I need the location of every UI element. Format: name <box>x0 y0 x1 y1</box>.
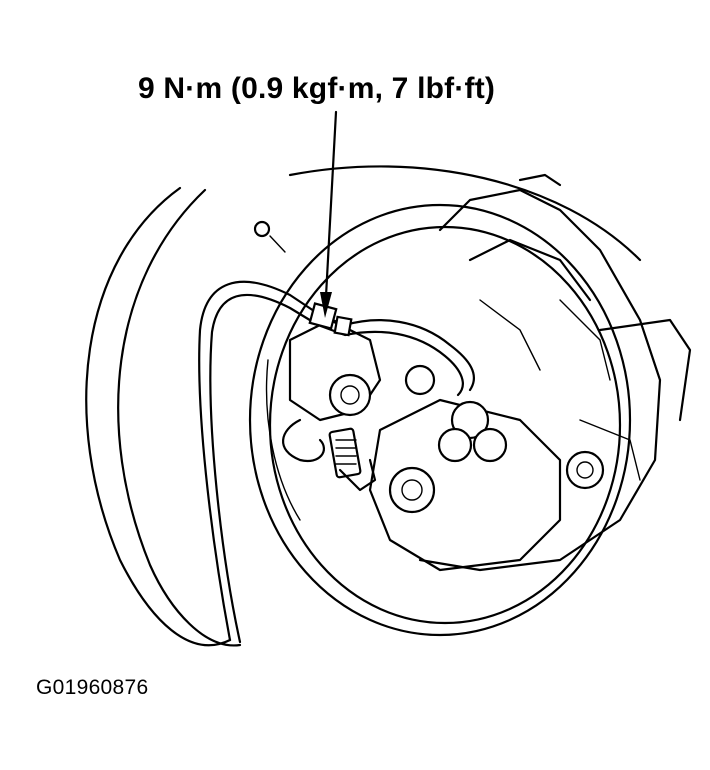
torque-callout-label: 9 N·m (0.9 kgf·m, 7 lbf·ft) <box>138 72 496 105</box>
tire-outline <box>85 165 642 647</box>
figure-id: G01960876 <box>36 676 149 699</box>
o-ring-part <box>253 220 286 253</box>
brake-hose-fitting <box>282 318 382 492</box>
brake-caliper <box>368 364 605 572</box>
brake-rotor <box>248 203 632 637</box>
steering-knuckle <box>418 173 692 572</box>
brake-line <box>198 280 476 644</box>
torque-callout-arrow <box>320 110 338 318</box>
